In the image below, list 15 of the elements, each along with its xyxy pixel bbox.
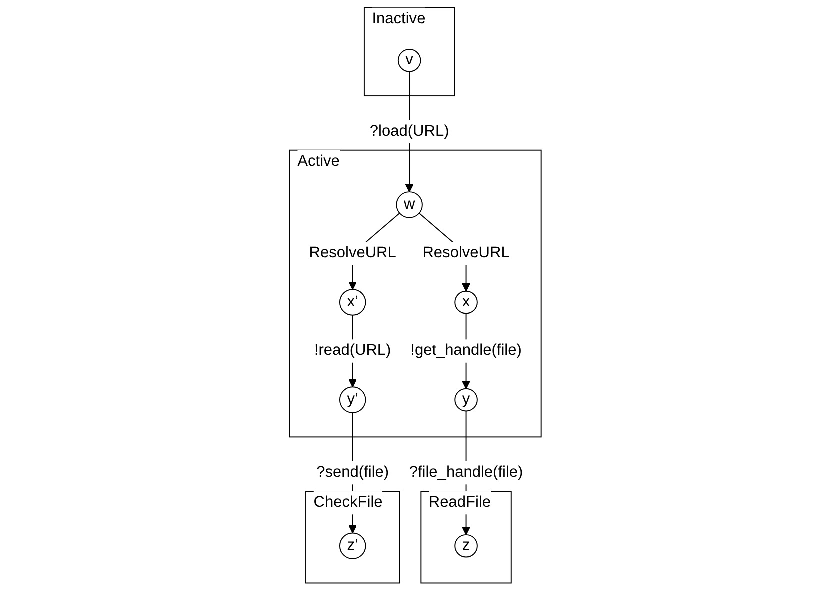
node-circle: v [398, 48, 422, 72]
edge-label: !read(URL) [314, 342, 392, 360]
edge-label: ?load(URL) [370, 123, 450, 140]
edge-label: !get_handle(file) [410, 342, 522, 360]
node-circle: y [454, 388, 478, 412]
edge-label: ?send(file) [316, 464, 389, 481]
edge-label: ResolveURL [309, 244, 396, 262]
edge-label: ResolveURL [422, 244, 510, 262]
node-circle: z [454, 534, 478, 558]
node-circle: w [396, 192, 423, 218]
node-circle: z’ [339, 532, 366, 560]
edge-label: ?file_handle(file) [409, 464, 524, 481]
node-circle: y’ [339, 386, 366, 414]
node-circle: x [454, 290, 478, 314]
node-circle: x’ [339, 289, 366, 316]
